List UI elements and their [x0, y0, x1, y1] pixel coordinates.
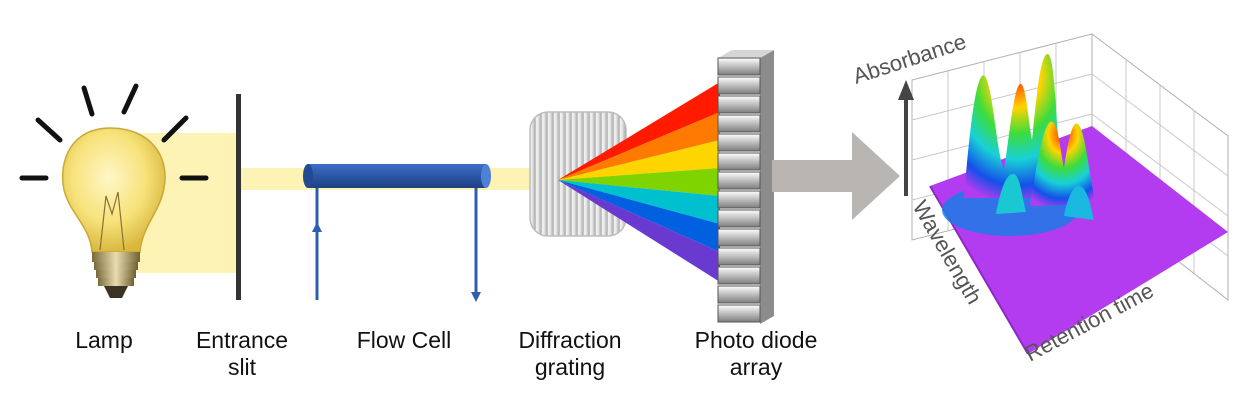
flow-outlet-arrow [471, 292, 481, 302]
label-photo-diode-array-line-2: array [729, 354, 783, 380]
photo-diode-array-top [718, 50, 774, 58]
label-photo-diode-array-line-1: Photo diode [694, 327, 818, 353]
photo-diode-cell [717, 114, 761, 133]
photo-diode-cell [717, 133, 761, 152]
photo-diode-cell [717, 171, 761, 190]
label-lamp: Lamp [54, 327, 154, 354]
flow-cell [303, 164, 491, 302]
entrance-slit [236, 94, 241, 300]
label-diffraction-grating: Diffraction grating [500, 327, 640, 381]
dispersed-spectrum [558, 82, 720, 282]
label-entrance-slit-line-1: Entrance [195, 327, 289, 353]
light-bulb-icon [19, 83, 209, 298]
photo-diode-cell [717, 266, 761, 285]
photo-diode-cell [717, 152, 761, 171]
label-flow-cell: Flow Cell [334, 327, 474, 354]
label-entrance-slit-line-2: slit [227, 354, 257, 380]
plot-peaks [942, 53, 1096, 236]
photo-diode-cell [717, 228, 761, 247]
flow-inlet-arrow [312, 222, 322, 232]
3d-absorbance-plot: Absorbance Wavelength Retention time [850, 29, 1229, 366]
label-flow-cell-text: Flow Cell [356, 327, 452, 353]
label-entrance-slit: Entrance slit [178, 327, 306, 381]
photo-diode-array-side [760, 50, 774, 324]
label-photo-diode-array: Photo diode array [676, 327, 836, 381]
label-lamp-text: Lamp [75, 327, 133, 353]
photo-diode-cell [717, 285, 761, 304]
photo-diode-cell [717, 209, 761, 228]
photo-diode-cell [717, 304, 761, 323]
label-diffraction-grating-line-2: grating [534, 354, 606, 380]
photo-diode-cell [717, 57, 761, 76]
label-diffraction-grating-line-1: Diffraction [518, 327, 622, 353]
photo-diode-cell [717, 190, 761, 209]
right-arrow-icon [772, 132, 900, 220]
photo-diode-cell [717, 95, 761, 114]
photo-diode-cell [717, 247, 761, 266]
photo-diode-array-icon [717, 50, 774, 324]
photo-diode-cell [717, 76, 761, 95]
